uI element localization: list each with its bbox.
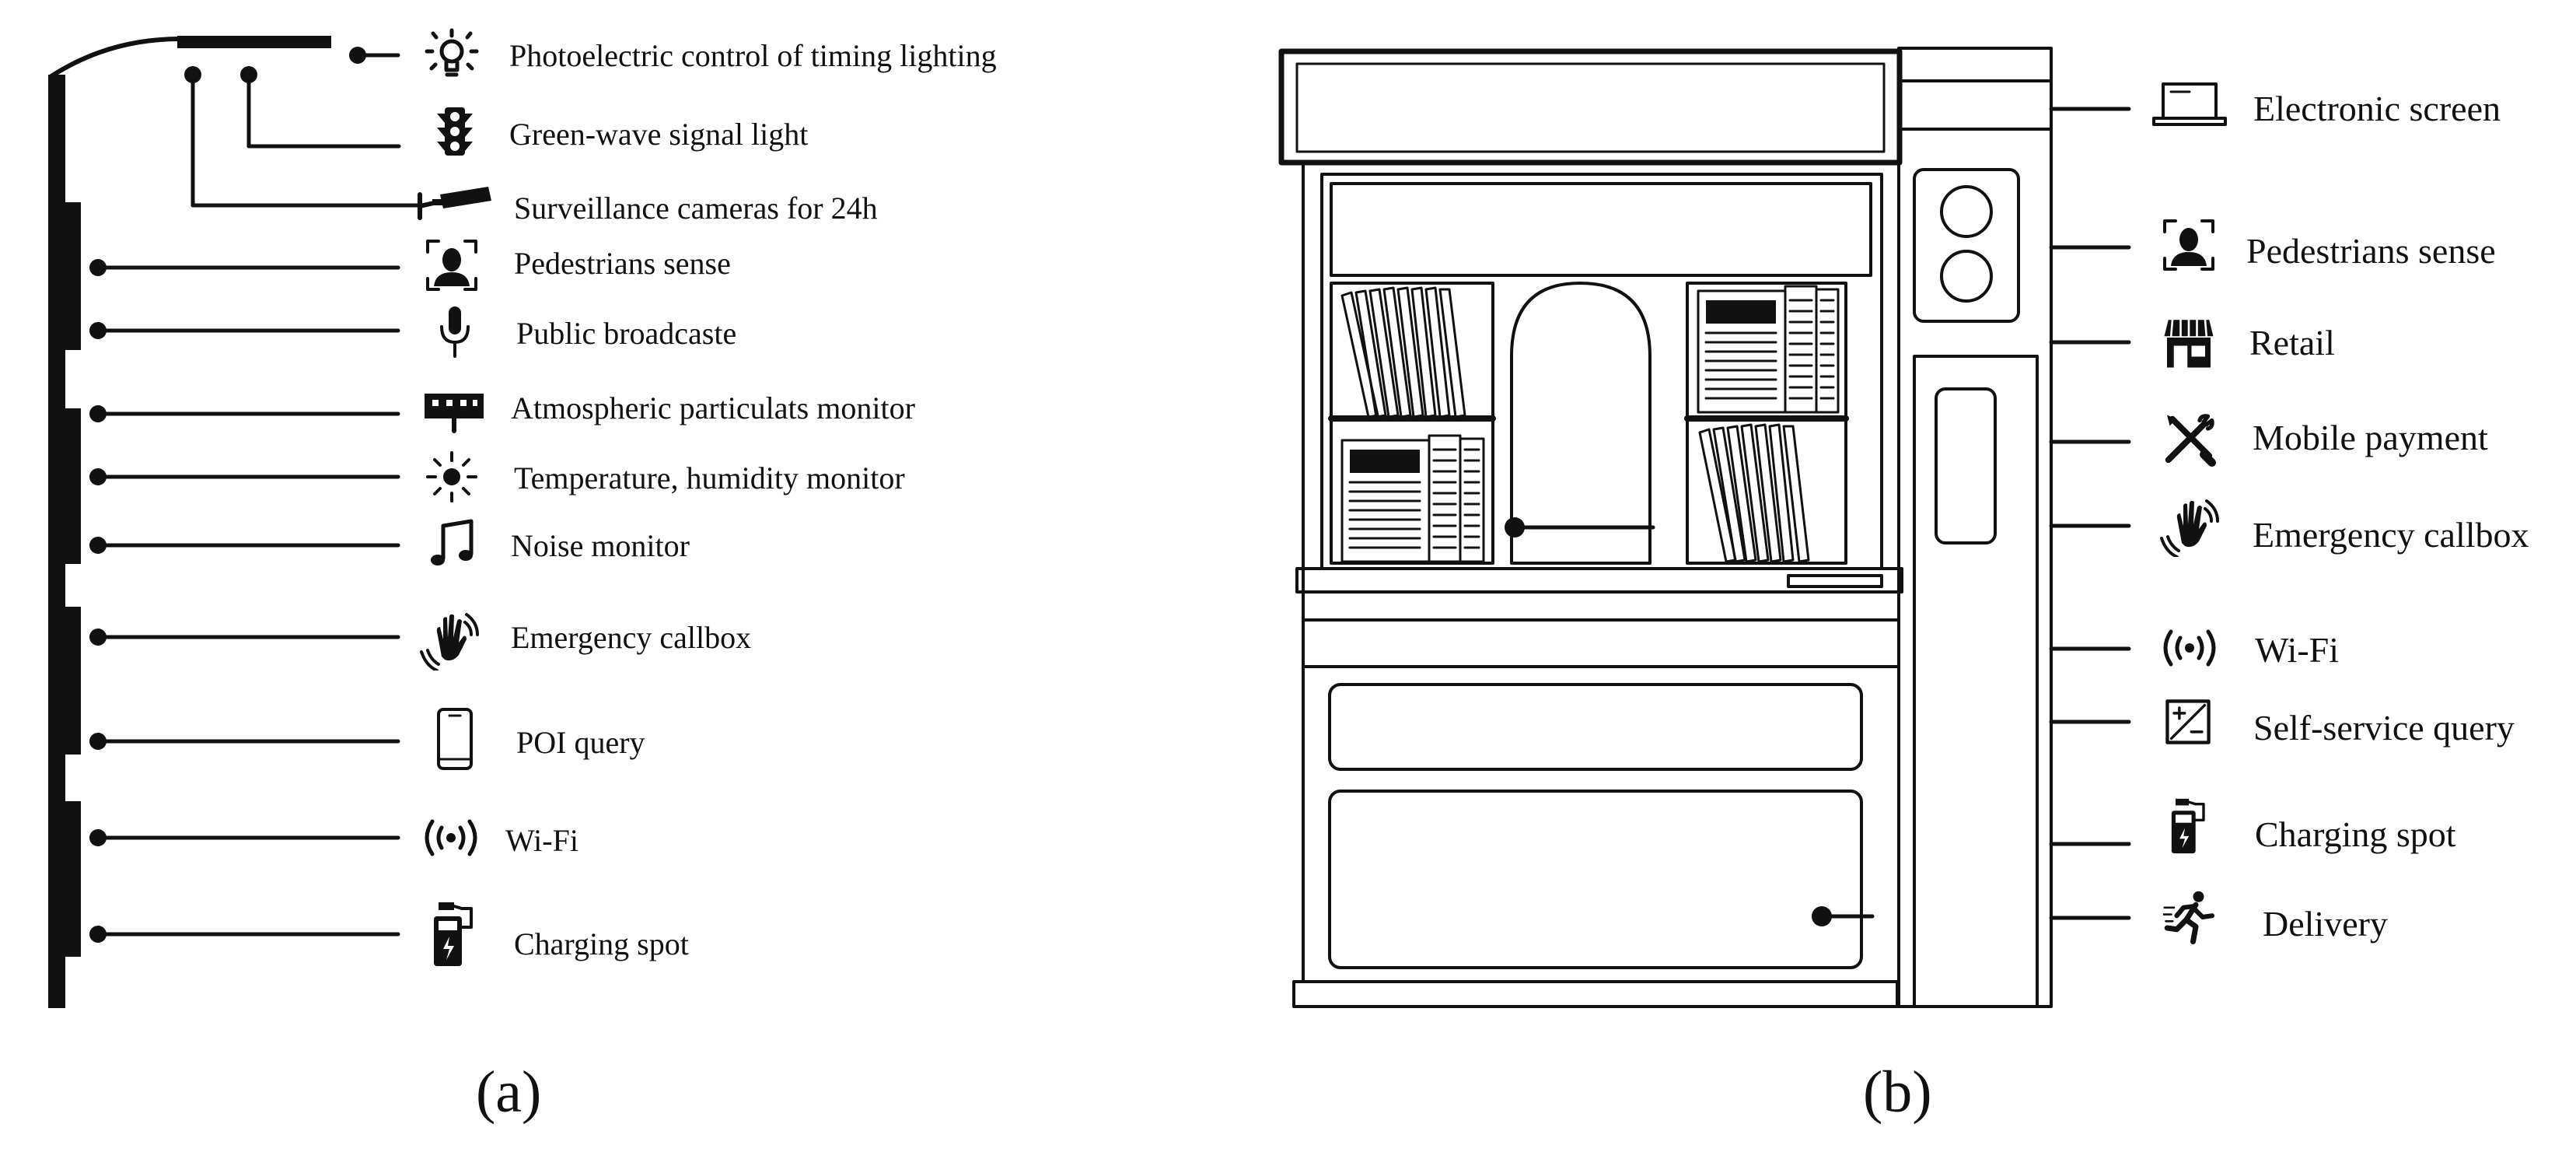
leader-dot-a-6 <box>89 468 107 485</box>
label-retail: Retail <box>2249 323 2335 362</box>
wifi-icon <box>427 821 475 854</box>
smartphone-icon <box>439 709 471 769</box>
shop-icon <box>2165 320 2214 367</box>
wifi-icon <box>2165 632 2214 664</box>
music-note-icon <box>431 521 473 565</box>
face-scan-icon <box>428 241 476 289</box>
label-temperature-monitor: Temperature, humidity monitor <box>514 460 905 495</box>
leader-dot-a-2 <box>184 66 201 83</box>
panel-b-leaders <box>1505 107 2131 926</box>
light-bulb-icon <box>427 30 477 75</box>
hand-callbox-icon <box>2162 501 2218 557</box>
label-delivery: Delivery <box>2263 904 2388 944</box>
leader-line-a-1 <box>246 72 401 149</box>
leader-dot-a-9 <box>89 733 107 750</box>
microphone-icon <box>442 306 468 356</box>
leader-dot-a-1 <box>240 66 257 83</box>
leader-dot-a-5 <box>89 405 107 422</box>
label-surveillance-cameras: Surveillance cameras for 24h <box>514 191 878 226</box>
charging-icon <box>434 902 471 966</box>
leader-dot-b-9 <box>1505 517 1525 537</box>
kiosk <box>1278 47 2053 1008</box>
caption-a: (a) <box>476 1059 542 1125</box>
face-scan-icon <box>2165 221 2213 269</box>
laptop-icon <box>2154 84 2225 124</box>
label-charging-spot-a: Charging spot <box>514 926 689 961</box>
panel-b-icons <box>2154 84 2225 942</box>
label-wifi-a: Wi-Fi <box>505 823 578 858</box>
label-charging-spot-b: Charging spot <box>2255 814 2456 854</box>
label-noise-monitor: Noise monitor <box>511 528 690 563</box>
leader-dot-a-0 <box>349 47 366 64</box>
label-atmospheric-monitor: Atmospheric particulats monitor <box>511 390 915 425</box>
panel-a-leaders <box>89 47 426 943</box>
sun-icon <box>428 453 476 501</box>
panel-a-icons <box>420 30 491 966</box>
label-wifi-b: Wi-Fi <box>2255 630 2340 670</box>
leader-dot-a-4 <box>89 322 107 339</box>
leader-dot-b-10 <box>1812 906 1832 926</box>
leader-line-a-2 <box>190 72 426 208</box>
label-self-service-query: Self-service query <box>2253 708 2515 748</box>
caption-b: (b) <box>1863 1059 1932 1125</box>
label-public-broadcaste: Public broadcaste <box>516 316 737 351</box>
leader-dot-a-8 <box>89 629 107 646</box>
label-green-wave-signal: Green-wave signal light <box>509 117 809 152</box>
traffic-light-icon <box>437 107 473 156</box>
label-emergency-callbox-b: Emergency callbox <box>2253 515 2529 555</box>
tools-icon <box>2167 415 2212 463</box>
leader-dot-a-7 <box>89 537 107 554</box>
monitor-panel-icon <box>425 394 484 431</box>
label-mobile-payment: Mobile payment <box>2253 418 2488 457</box>
query-icon <box>2167 701 2208 742</box>
label-poi-query: POI query <box>516 725 645 760</box>
camera-icon <box>420 187 491 218</box>
label-pedestrians-sense-a: Pedestrians sense <box>514 246 731 281</box>
lamp-pole <box>48 36 331 1008</box>
label-photoelectric-lighting: Photoelectric control of timing lighting <box>509 38 997 73</box>
hand-callbox-icon <box>421 615 477 671</box>
leader-dot-a-10 <box>89 829 107 846</box>
leader-dot-a-11 <box>89 926 107 943</box>
runner-icon <box>2163 891 2212 942</box>
leader-dot-a-3 <box>89 259 107 276</box>
charging-icon <box>2172 799 2204 853</box>
label-electronic-screen: Electronic screen <box>2253 89 2501 128</box>
label-pedestrians-sense-b: Pedestrians sense <box>2246 231 2496 271</box>
label-emergency-callbox-a: Emergency callbox <box>511 620 752 655</box>
